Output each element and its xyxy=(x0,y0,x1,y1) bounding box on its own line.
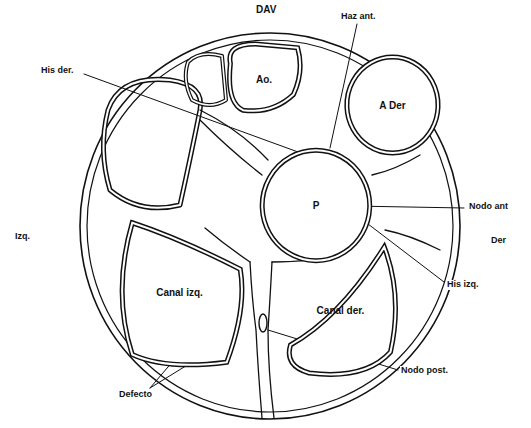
valve-label: P xyxy=(313,200,320,211)
right-atrium: A Der xyxy=(345,55,440,155)
callout-label: Izq. xyxy=(14,232,31,242)
callout-label: Haz ant. xyxy=(340,12,377,22)
callout-label: Nodo post. xyxy=(400,366,449,376)
posterior-node xyxy=(259,314,267,332)
callout-label: Defecto xyxy=(118,390,153,400)
small-compartment xyxy=(186,54,226,105)
right-canal: Canal der. xyxy=(278,240,403,380)
pulmonary-valve: P xyxy=(260,148,372,263)
left-canal: Canal izq. xyxy=(112,215,247,370)
callout-label: Der xyxy=(490,236,507,246)
valve-label: Canal izq. xyxy=(156,287,203,298)
outer-ring xyxy=(80,33,460,419)
septum-line xyxy=(250,262,262,418)
aortic-valve: Ao. xyxy=(222,40,306,118)
fibrous-band xyxy=(385,230,440,250)
septum-line xyxy=(268,262,274,418)
small-compartment-gap xyxy=(186,54,226,105)
fibrous-band xyxy=(372,155,420,175)
fibrous-band xyxy=(200,110,268,160)
valve-label: Ao. xyxy=(256,74,272,85)
callout-label: His der. xyxy=(40,66,75,76)
valve-label: Canal der. xyxy=(317,305,365,316)
callout-label: Nodo ant xyxy=(468,202,509,212)
diagram-title: DAV xyxy=(256,4,276,15)
outer-ring-inner xyxy=(87,40,453,412)
callout-label: His izq. xyxy=(446,280,480,290)
valve-label: A Der xyxy=(379,100,405,111)
